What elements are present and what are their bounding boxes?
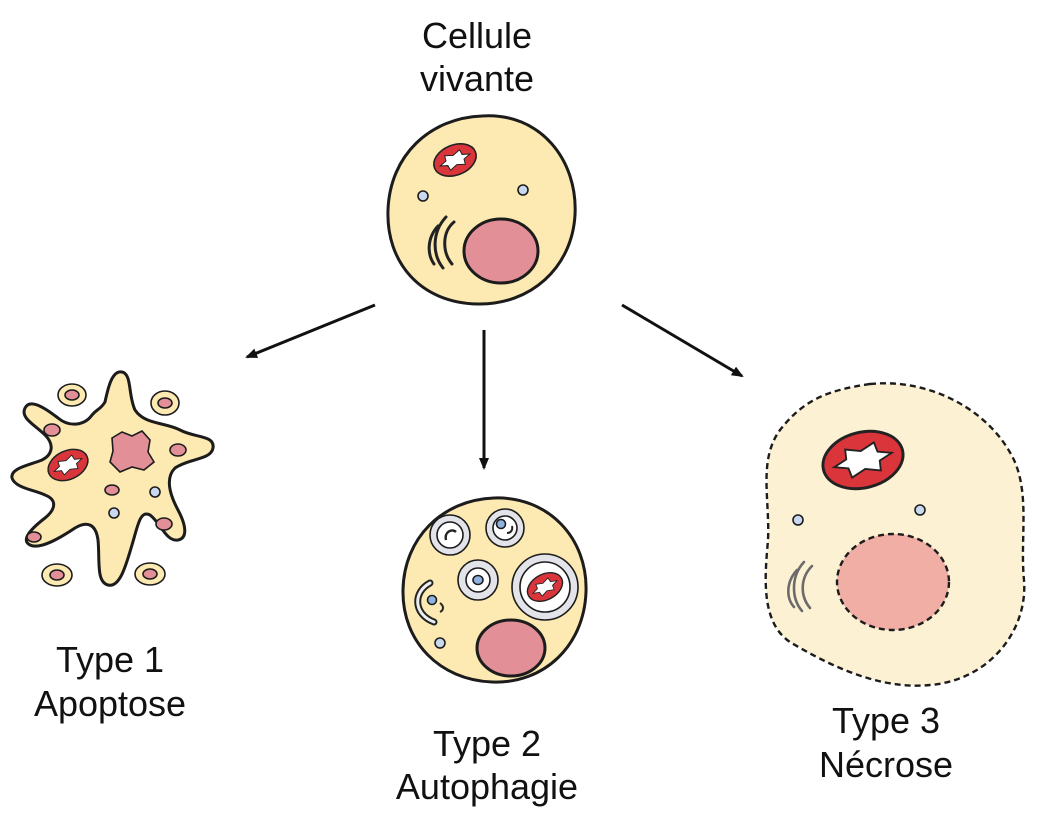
apoptotic-cell-membrane — [10, 370, 215, 587]
necrotic-cell — [764, 382, 1026, 687]
swollen-nucleus — [835, 532, 951, 632]
apoptotic-cell — [10, 370, 215, 587]
arrow-to-necrosis — [621, 303, 744, 378]
living-cell — [386, 114, 577, 306]
type1-label-line1: Type 1 — [56, 639, 164, 680]
autophagosome — [485, 508, 525, 548]
phagophore — [414, 579, 438, 626]
nuclear-fragment — [155, 517, 173, 531]
type3-label-line1: Type 3 — [832, 700, 940, 741]
vesicle-dot — [914, 504, 926, 516]
living-cell-label-line2: vivante — [420, 58, 534, 99]
apoptotic-body — [41, 563, 73, 587]
apoptotic-body — [57, 383, 87, 407]
autophagosome-with-mitochondrion — [511, 553, 579, 621]
type3-label-line2: Nécrose — [819, 744, 953, 785]
nuclear-fragment — [104, 484, 120, 496]
type1-label-line2: Apoptose — [34, 683, 186, 724]
vesicle-dot — [426, 594, 438, 606]
apoptotic-body — [150, 390, 180, 416]
apoptotic-body — [134, 562, 166, 586]
nucleus — [475, 618, 547, 678]
vesicle-dot — [108, 507, 120, 519]
vesicle-dot — [517, 184, 529, 196]
golgi-apparatus — [787, 560, 814, 613]
vesicle-dot — [792, 514, 804, 526]
nuclear-fragment — [26, 531, 42, 543]
fragmented-nucleus — [109, 430, 156, 473]
arrow-to-apoptosis — [245, 303, 376, 359]
living-cell-label-line1: Cellule — [422, 15, 532, 56]
membrane-fragment — [439, 602, 444, 613]
nuclear-fragment — [169, 443, 187, 457]
apoptotic-bodies — [41, 383, 180, 587]
autophagic-cell — [401, 496, 588, 684]
vesicle-dot — [149, 486, 161, 498]
nucleus — [462, 217, 540, 285]
golgi-apparatus — [427, 215, 456, 270]
type2-label-line1: Type 2 — [433, 723, 541, 764]
vesicle-dot — [434, 637, 446, 649]
type2-label-line2: Autophagie — [396, 766, 578, 807]
autophagosome — [429, 514, 471, 556]
autophagosome — [457, 559, 499, 601]
nuclear-fragment — [43, 423, 61, 437]
vesicle-dot — [417, 190, 429, 202]
